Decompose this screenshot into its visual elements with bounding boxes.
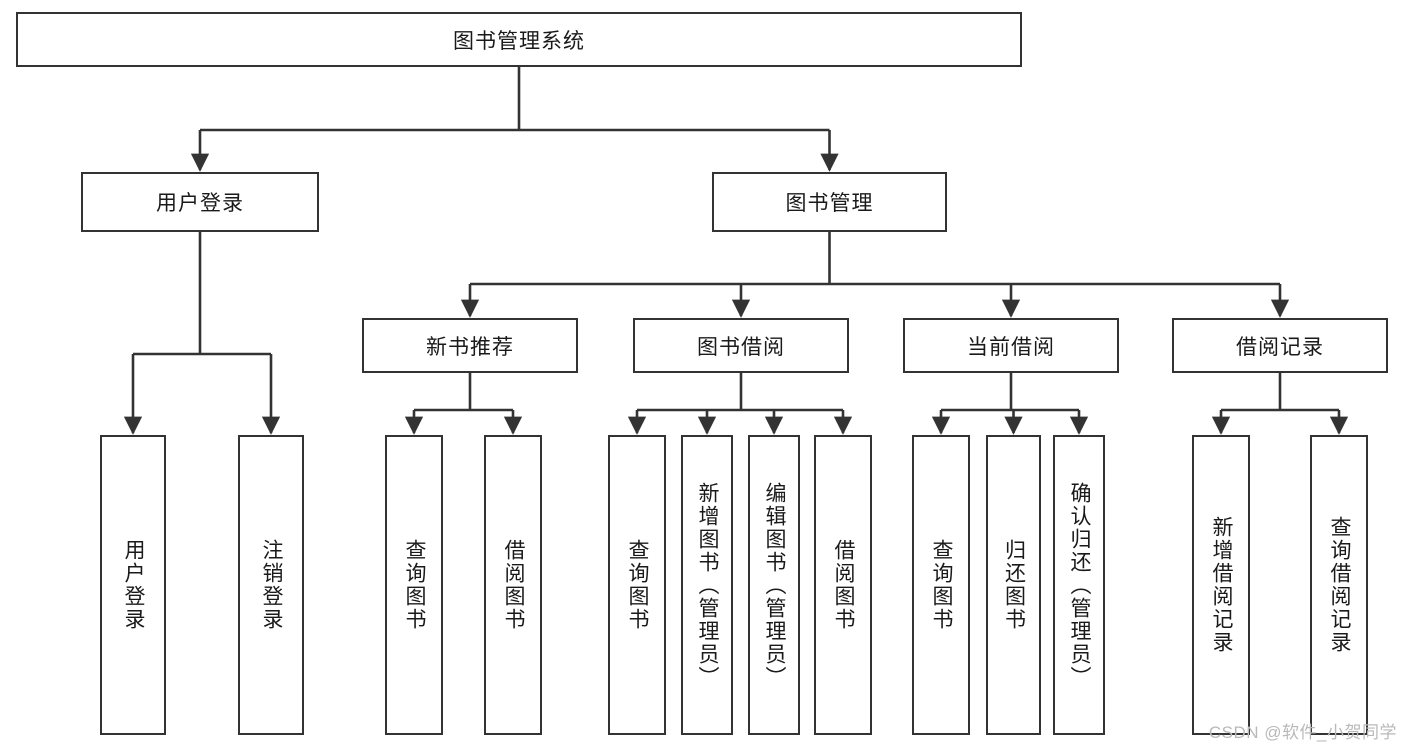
node-label: 注销登录 [260, 539, 284, 631]
node-leaf-newbook-1[interactable]: 查询图书 [385, 435, 443, 735]
node-label: 借阅记录 [1236, 335, 1324, 359]
node-leaf-borrow-2[interactable]: 新增图书（管理员） [681, 435, 733, 735]
node-label: 归还图书 [1002, 539, 1026, 631]
node-leaf-current-3[interactable]: 确认归还（管理员） [1053, 435, 1105, 735]
node-label: 查询图书 [930, 539, 954, 631]
node-leaf-borrow-4[interactable]: 借阅图书 [814, 435, 872, 735]
node-label: 图书管理系统 [453, 29, 585, 53]
node-label: 查询图书 [403, 539, 427, 631]
node-current[interactable]: 当前借阅 [903, 318, 1119, 373]
node-leaf-current-2[interactable]: 归还图书 [986, 435, 1041, 735]
node-label: 确认归还（管理员） [1068, 481, 1092, 689]
node-leaf-login-2[interactable]: 注销登录 [238, 435, 304, 735]
node-label: 图书管理 [785, 192, 874, 215]
node-label: 借阅图书 [832, 539, 856, 631]
node-label: 新增借阅记录 [1210, 516, 1234, 654]
node-borrow[interactable]: 图书借阅 [633, 318, 849, 373]
node-leaf-current-1[interactable]: 查询图书 [912, 435, 970, 735]
node-newbook[interactable]: 新书推荐 [362, 318, 578, 373]
node-leaf-record-1[interactable]: 新增借阅记录 [1192, 435, 1250, 735]
node-label: 新书推荐 [426, 335, 514, 359]
node-root[interactable]: 图书管理系统 [16, 12, 1022, 67]
node-label: 借阅图书 [502, 539, 526, 631]
node-label: 图书借阅 [697, 335, 785, 359]
node-label: 用户登录 [122, 539, 146, 631]
node-label: 查询借阅记录 [1328, 516, 1352, 654]
node-leaf-newbook-2[interactable]: 借阅图书 [484, 435, 542, 735]
node-label: 用户登录 [156, 192, 244, 215]
node-login[interactable]: 用户登录 [81, 172, 319, 232]
node-label: 编辑图书（管理员） [763, 481, 787, 689]
watermark: CSDN @软件_小贺同学 [1208, 723, 1397, 742]
node-record[interactable]: 借阅记录 [1172, 318, 1388, 373]
node-leaf-borrow-1[interactable]: 查询图书 [608, 435, 666, 735]
node-label: 查询图书 [626, 539, 650, 631]
node-bookmgmt[interactable]: 图书管理 [712, 172, 947, 232]
node-leaf-borrow-3[interactable]: 编辑图书（管理员） [748, 435, 800, 735]
node-label: 新增图书（管理员） [696, 481, 720, 689]
node-leaf-record-2[interactable]: 查询借阅记录 [1310, 435, 1368, 735]
node-label: 当前借阅 [967, 335, 1055, 359]
node-leaf-login-1[interactable]: 用户登录 [100, 435, 166, 735]
